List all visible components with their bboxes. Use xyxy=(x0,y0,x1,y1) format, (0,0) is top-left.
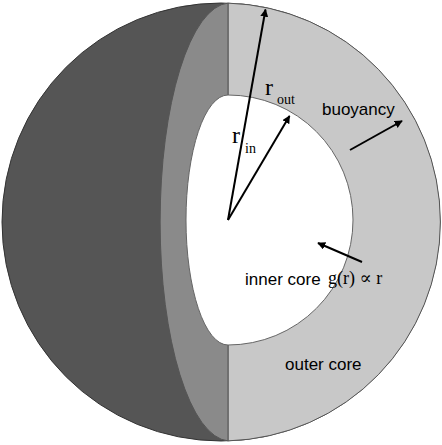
radius-symbol: r xyxy=(265,74,273,102)
radius-symbol: r xyxy=(232,122,240,150)
radius-subscript: in xyxy=(245,141,256,157)
buoyancy-label: buoyancy xyxy=(322,100,395,120)
region-label: outer core xyxy=(285,355,362,375)
radius-subscript: out xyxy=(277,92,295,108)
gravity-label: g(r) ∝ r xyxy=(328,268,382,289)
gravity-arrow xyxy=(318,243,362,262)
inner-core-region: inner core xyxy=(186,95,353,345)
inner-core-section xyxy=(186,95,353,345)
buoyancy-arrow xyxy=(350,121,402,150)
region-label: inner core xyxy=(245,270,321,290)
sphere-surface xyxy=(2,3,440,441)
r-in-arrow xyxy=(228,116,290,220)
